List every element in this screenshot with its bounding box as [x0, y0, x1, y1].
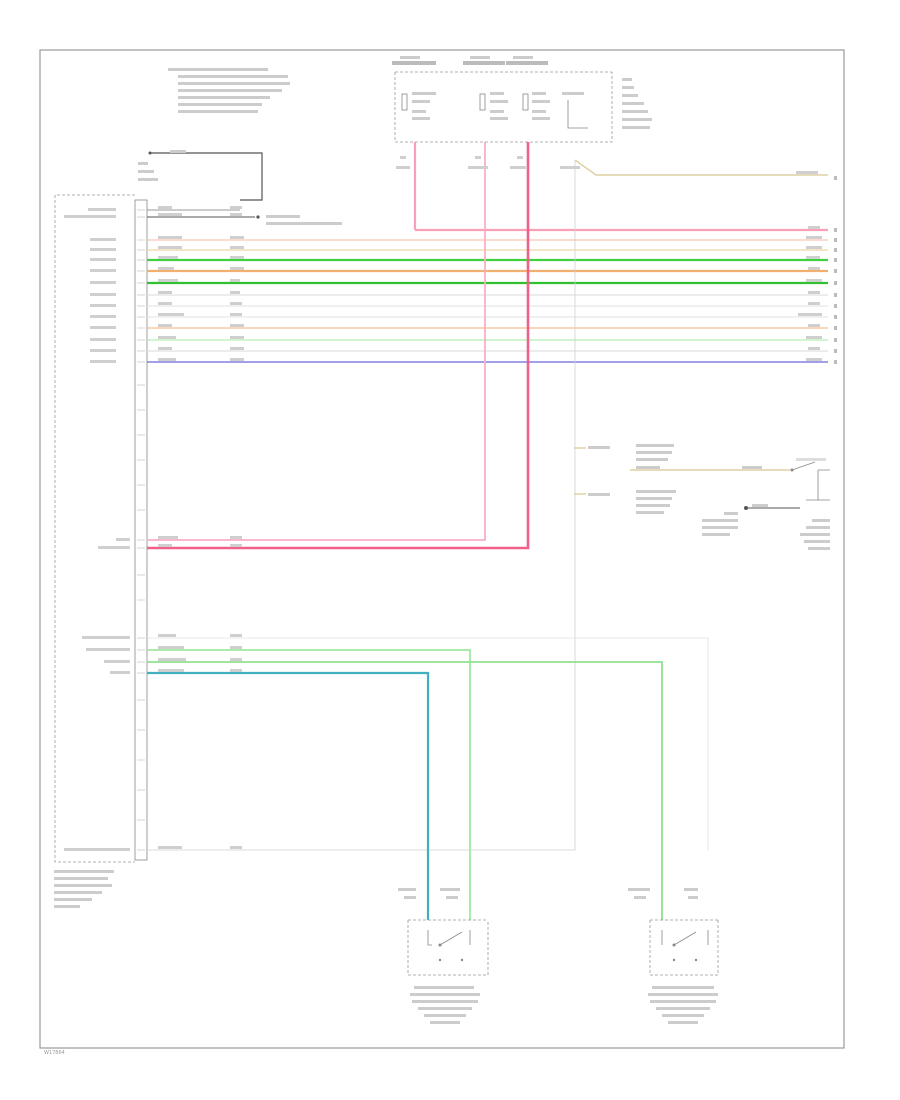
right-edge-pins: [834, 176, 837, 364]
fuse-symbol: [479, 93, 486, 111]
bus-wire-labels-right: [798, 226, 822, 361]
right-belt-sensor: [398, 888, 489, 1024]
left-belt-sensor: [628, 888, 719, 1024]
fuse-block: [392, 56, 652, 143]
sensor-switch-symbol: [427, 930, 471, 946]
fuse-symbol: [401, 93, 408, 111]
fuse-symbol: [522, 93, 529, 111]
pin-labels: [64, 208, 130, 851]
seat-belt-switch-section: [574, 444, 830, 550]
note-block: [168, 68, 290, 113]
ground-link: [147, 209, 342, 225]
switch-symbol: [791, 461, 830, 501]
sensor-switch-symbol: [661, 930, 709, 946]
fuse-drop-labels: [158, 156, 818, 849]
connector-pins: [137, 209, 145, 851]
restraints-control-module: [54, 194, 148, 908]
fuse-feed-wires: [147, 142, 828, 851]
ground-circuit: [138, 150, 263, 201]
sensor-wires: [147, 637, 709, 920]
bus-wire-labels-left: [158, 206, 244, 361]
bus-wires: [147, 228, 828, 363]
diagram-frame: [39, 49, 845, 1049]
sensor-wire-labels: [158, 634, 242, 672]
footer-code: W17864: [44, 1050, 65, 1056]
connector-block: [134, 199, 148, 861]
